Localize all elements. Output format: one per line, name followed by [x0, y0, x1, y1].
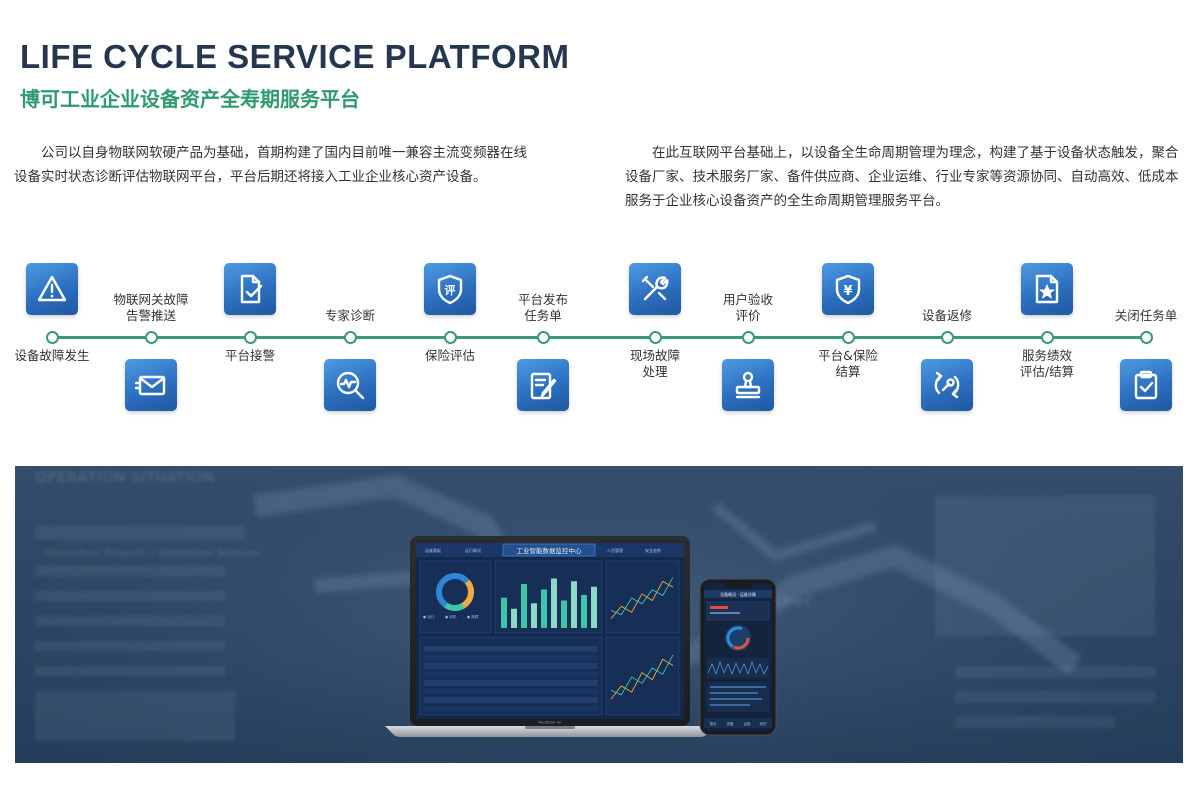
timeline-line [52, 336, 1147, 339]
donut-legend-3: ● 故障 [467, 614, 479, 619]
step-label-line1: 现场故障 [629, 348, 681, 363]
dashboard-bar [561, 600, 567, 628]
dashboard-bar [581, 595, 587, 628]
repair-icon [921, 359, 973, 411]
dashboard-nav-2: 运行概况 [465, 547, 481, 553]
step-label-line2: 任务单 [524, 308, 562, 323]
step-label-line2: 告警推送 [125, 308, 177, 323]
timeline-node [144, 331, 158, 344]
dashboard-title: 工业智能数据监控中心 [517, 546, 583, 555]
timeline-step-label: 设备返修 [922, 308, 972, 324]
timeline-step-label: 平台接警 [225, 348, 275, 364]
phone-tab-2: 设备 [727, 721, 735, 726]
warning-icon [26, 263, 78, 315]
step-label-line1: 设备返修 [921, 308, 973, 323]
banner-word-operation: OPERATION SITUATION [35, 470, 214, 486]
step-label-line1: 设备故障发生 [14, 348, 90, 363]
intro-paragraph-left: 公司以自身物联网软硬产品为基础，首期构建了国内目前唯一兼容主流变频器在线设备实时… [14, 145, 527, 185]
phone-tab-3: 运维 [744, 721, 752, 726]
step-label-line2: 评价 [735, 308, 761, 323]
step-label-line1: 平台&保险 [818, 348, 878, 363]
dashboard-bar [521, 584, 527, 628]
donut-legend-2: ● 待机 [445, 614, 457, 619]
dashboard-bar [541, 589, 547, 628]
page-subtitle: 博可工业企业设备资产全寿期服务平台 [20, 87, 360, 111]
product-banner: OPERATION SITUATION Shenzhen Airport → S… [15, 466, 1183, 763]
step-label-line1: 关闭任务单 [1114, 308, 1178, 323]
step-label-line2: 评估/结算 [1019, 364, 1075, 379]
evaluate-shield-icon: 评 [424, 263, 476, 315]
timeline-node [243, 331, 257, 344]
page-title: LIFE CYCLE SERVICE PLATFORM [20, 38, 570, 75]
step-label-line2: 处理 [642, 364, 668, 379]
dashboard-table-row [424, 688, 598, 695]
timeline-step-label: 平台发布任务单 [518, 292, 568, 324]
step-label-line1: 平台接警 [224, 348, 276, 363]
dashboard-nav-4: 安全态势 [645, 547, 661, 553]
timeline-step-label: 专家诊断 [325, 308, 375, 324]
phone-tab-4: 我的 [760, 721, 768, 726]
timeline-node [841, 331, 855, 344]
dashboard-table-row [424, 680, 598, 686]
task-sheet-icon [517, 359, 569, 411]
dashboard-bar [501, 597, 507, 628]
phone-tab-1: 首页 [710, 721, 718, 726]
dashboard-table-row [424, 671, 598, 678]
timeline-step-label: 物联网关故障告警推送 [113, 292, 188, 324]
document-check-icon [224, 263, 276, 315]
timeline-node [1139, 331, 1153, 344]
timeline-node [940, 331, 954, 344]
yuan-shield-icon: ¥ [822, 263, 874, 315]
phone-title: 设备概况 · 运维详情 [720, 591, 756, 597]
step-label-line1: 物联网关故障 [113, 292, 189, 307]
dashboard-bar [571, 581, 577, 628]
dashboard-table-row [424, 663, 598, 669]
timeline-node [741, 331, 755, 344]
phone-app-mockup: 设备概况 · 运维详情 首页 设备 运维 我的 [699, 578, 777, 736]
timeline-step-label: 设备故障发生 [14, 348, 89, 364]
svg-text:评: 评 [445, 284, 456, 297]
timeline-step-label: 现场故障处理 [630, 348, 680, 380]
step-label-line2: 结算 [835, 364, 861, 379]
dashboard-table-row [424, 697, 598, 703]
timeline-node [443, 331, 457, 344]
stamp-icon [722, 359, 774, 411]
star-document-icon [1021, 263, 1073, 315]
step-label-line1: 专家诊断 [324, 308, 376, 323]
dashboard-bar [531, 603, 537, 628]
timeline-node [536, 331, 550, 344]
timeline-node [648, 331, 662, 344]
laptop-brand: MacBook Air [538, 720, 562, 725]
timeline-step-label: 关闭任务单 [1115, 308, 1178, 324]
timeline-step-label: 服务绩效评估/结算 [1020, 348, 1074, 380]
timeline-step-label: 用户验收评价 [723, 292, 773, 324]
dashboard-table-row [424, 646, 598, 652]
dashboard-table-row [424, 705, 598, 712]
tools-icon [629, 263, 681, 315]
timeline-node [343, 331, 357, 344]
timeline-node [1040, 331, 1054, 344]
svg-text:¥: ¥ [843, 284, 852, 299]
step-label-line1: 服务绩效 [1021, 348, 1072, 363]
diagnosis-icon [324, 359, 376, 411]
intro-paragraph-right: 在此互联网平台基础上，以设备全生命周期管理为理念，构建了基于设备状态触发，聚合设… [625, 145, 1179, 209]
laptop-dashboard-mockup: 工业智能数据监控中心 运维看板 运行概况 人员管理 安全态势 ● 运行 ● 待机… [385, 536, 715, 737]
dashboard-nav-1: 运维看板 [425, 547, 441, 553]
step-label-line1: 保险评估 [424, 348, 476, 363]
mail-icon [125, 359, 177, 411]
donut-legend-1: ● 运行 [423, 614, 435, 619]
dashboard-bar [591, 586, 597, 628]
step-label-line1: 平台发布 [517, 292, 569, 307]
dashboard-bar [511, 608, 517, 628]
timeline-node [45, 331, 59, 344]
dashboard-table-row [424, 654, 598, 661]
dashboard-nav-3: 人员管理 [607, 547, 623, 553]
dashboard-bar [551, 578, 557, 628]
timeline-step-label: 保险评估 [425, 348, 475, 364]
step-label-line1: 用户验收 [722, 292, 774, 307]
clipboard-check-icon [1120, 359, 1172, 411]
banner-word-route: Shenzhen Airport → Shenzhen Station [45, 548, 258, 559]
timeline-step-label: 平台&保险结算 [818, 348, 878, 380]
